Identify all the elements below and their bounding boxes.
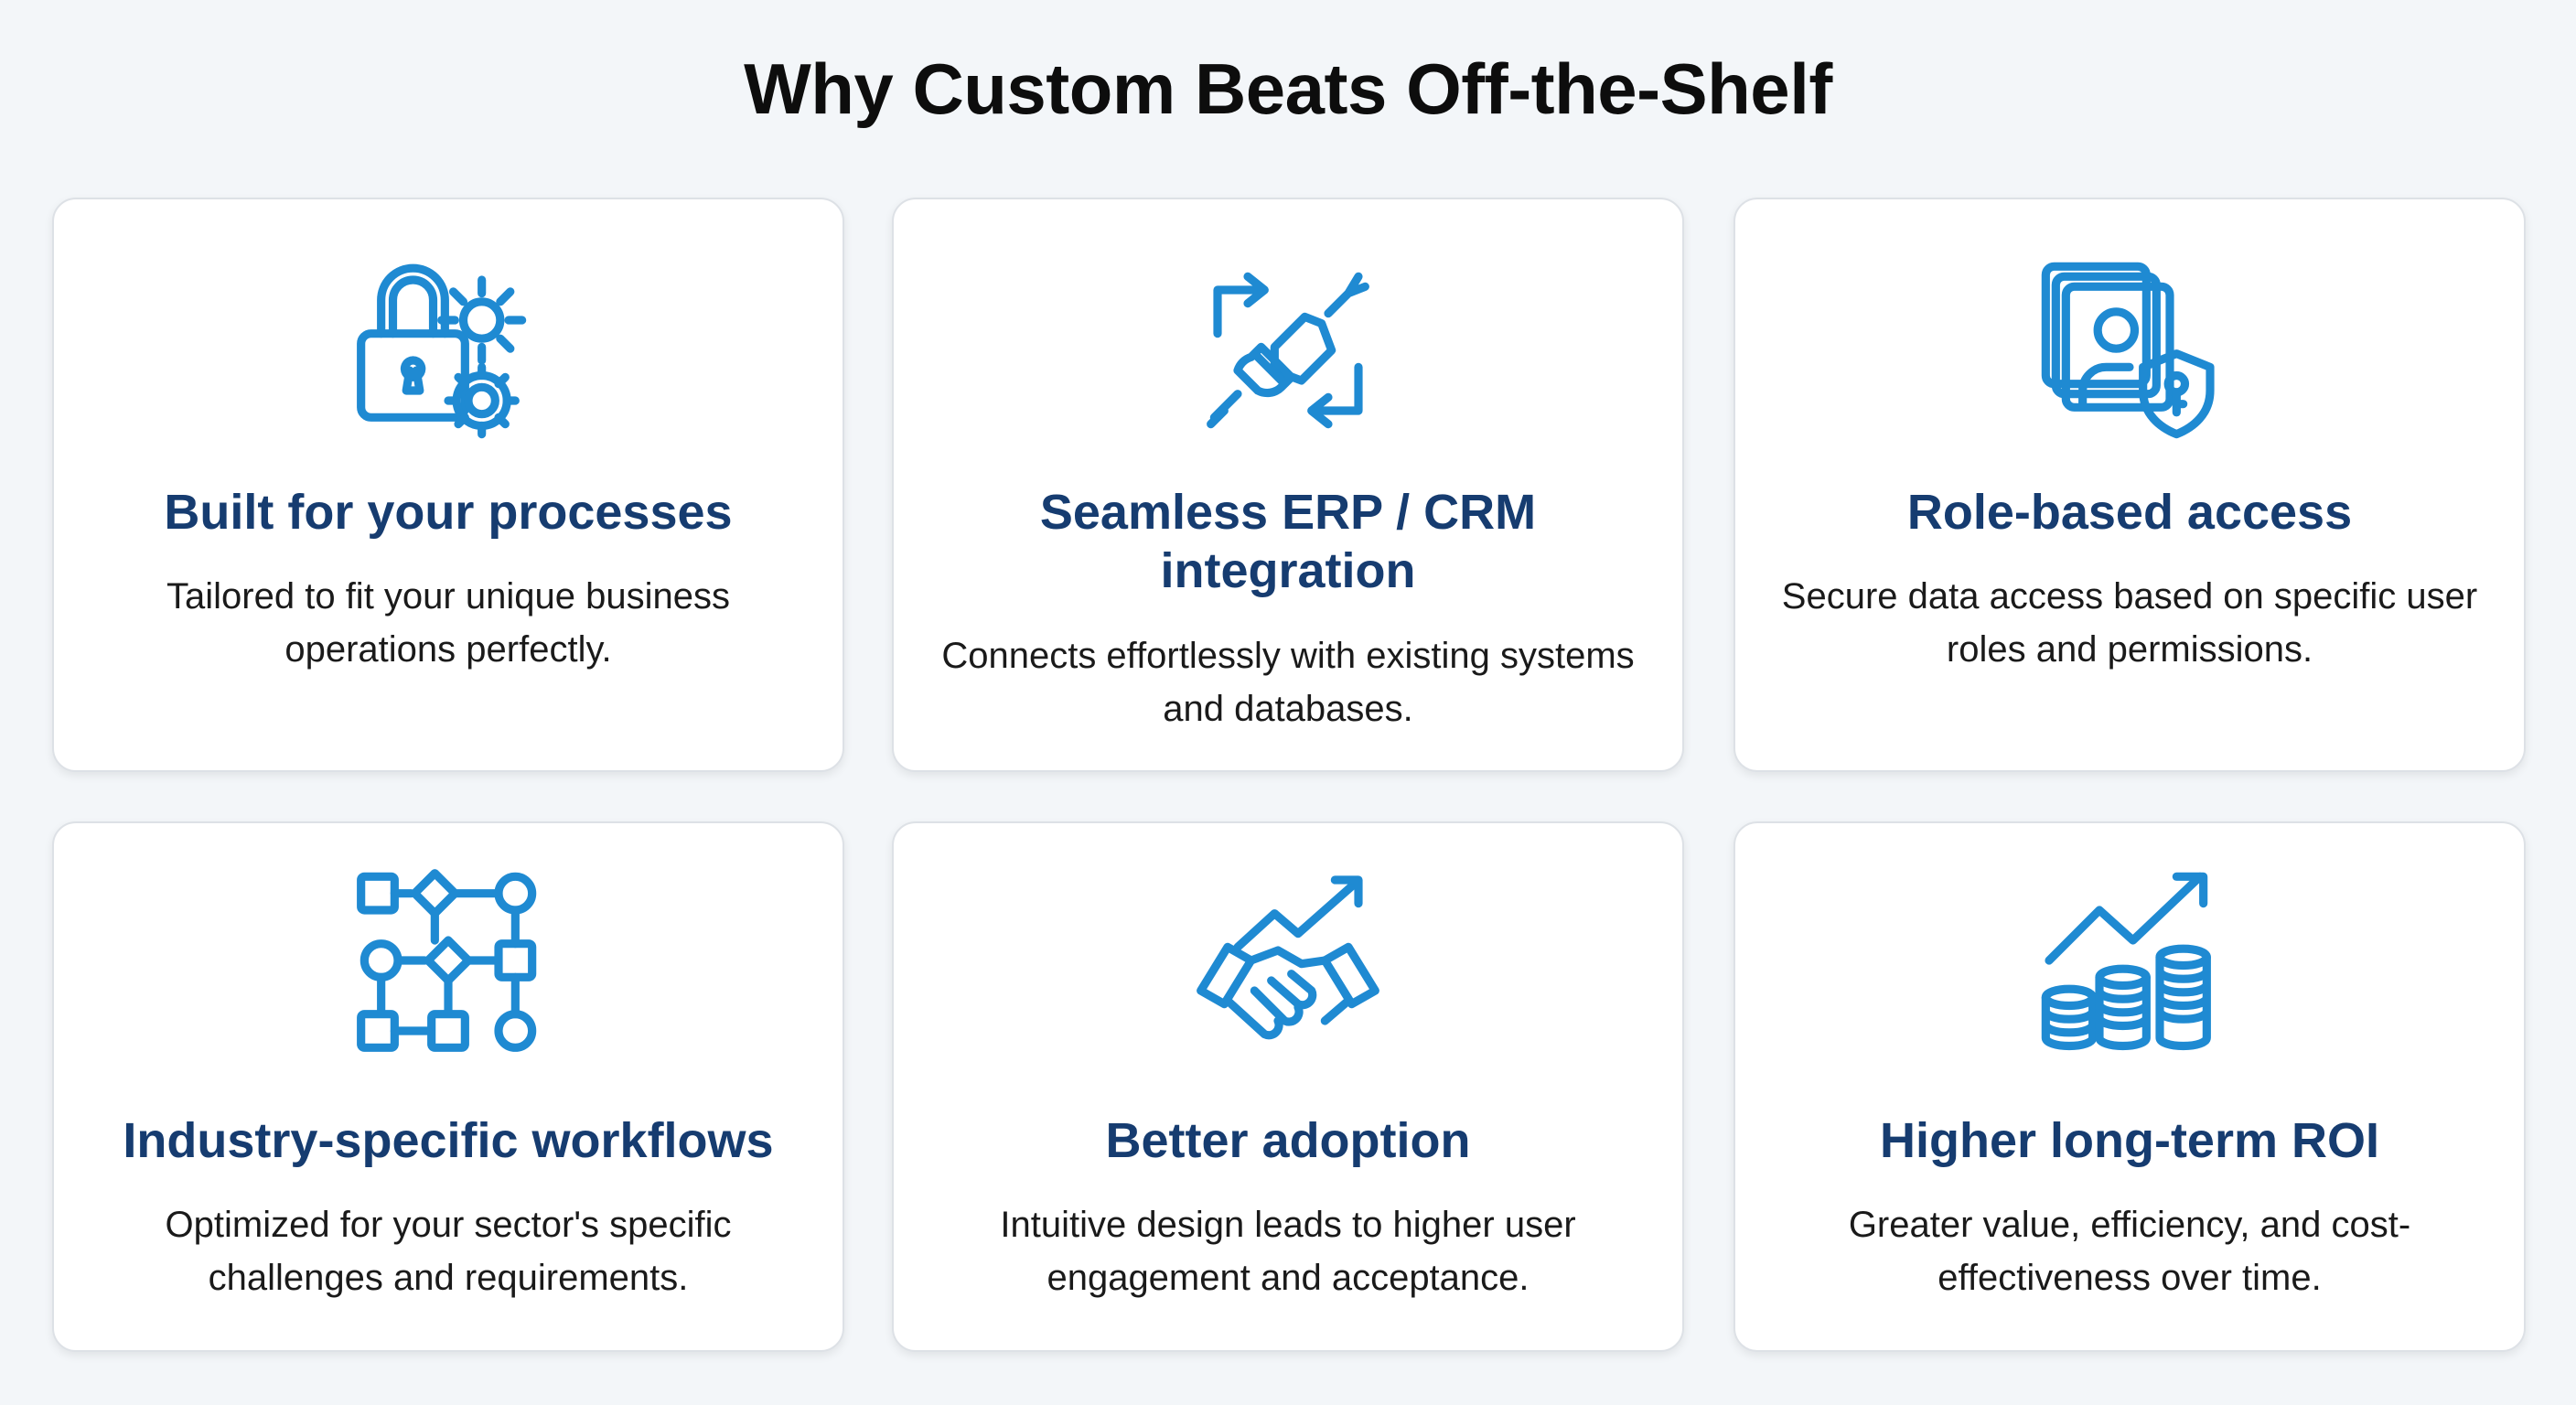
card-heading: Built for your processes bbox=[164, 485, 733, 540]
card-built-for-processes: Built for your processes Tailored to fit… bbox=[52, 198, 844, 772]
page-title: Why Custom Beats Off-the-Shelf bbox=[744, 48, 1832, 129]
card-industry-workflows: Industry-specific workflows Optimized fo… bbox=[52, 821, 844, 1352]
card-description: Connects effortlessly with existing syst… bbox=[941, 636, 1635, 729]
card-heading: Better adoption bbox=[1105, 1113, 1471, 1168]
card-heading: Role-based access bbox=[1906, 485, 2353, 540]
handshake-growth-icon bbox=[1187, 860, 1389, 1061]
card-higher-roi: Higher long-term ROI Greater value, effi… bbox=[1733, 821, 2526, 1352]
card-description: Secure data access based on specific use… bbox=[1781, 576, 2478, 670]
workflow-icon bbox=[348, 860, 549, 1061]
card-heading: Seamless ERP / CRM integration bbox=[1039, 485, 1537, 598]
card-better-adoption: Better adoption Intuitive design leads t… bbox=[892, 821, 1684, 1352]
plug-integration-icon bbox=[1187, 250, 1389, 451]
card-erp-crm-integration: Seamless ERP / CRM integration Connects … bbox=[892, 198, 1684, 772]
card-description: Greater value, efficiency, and cost-effe… bbox=[1848, 1205, 2411, 1298]
card-role-based-access: Role-based access Secure data access bas… bbox=[1733, 198, 2526, 772]
coins-growth-icon bbox=[2029, 860, 2230, 1061]
card-heading: Industry-specific workflows bbox=[123, 1113, 774, 1168]
user-shield-icon bbox=[2029, 250, 2230, 451]
card-description: Intuitive design leads to higher user en… bbox=[1000, 1205, 1576, 1298]
card-heading: Higher long-term ROI bbox=[1879, 1113, 2379, 1168]
card-description: Optimized for your sector's specific cha… bbox=[165, 1205, 732, 1298]
card-description: Tailored to fit your unique business ope… bbox=[166, 576, 730, 670]
lock-gear-icon bbox=[348, 250, 549, 451]
